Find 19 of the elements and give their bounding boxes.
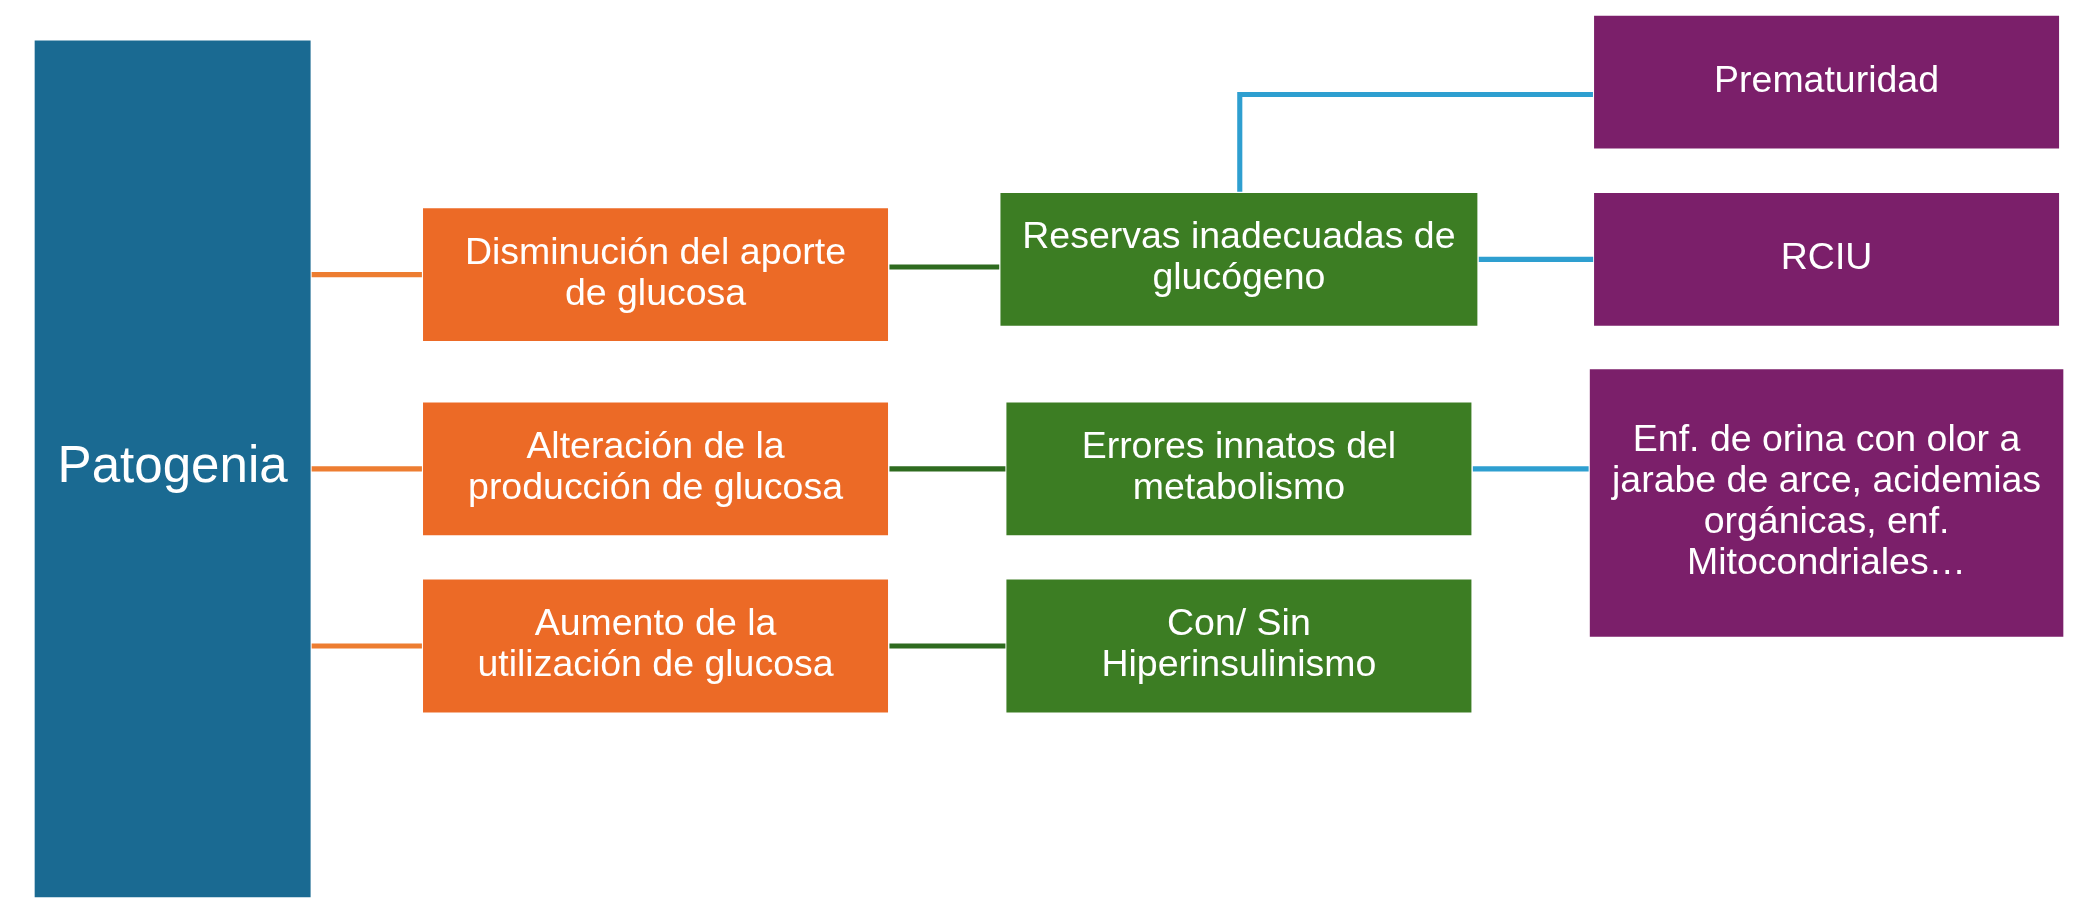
- connector: [311, 272, 422, 278]
- node-box: Patogenia: [32, 38, 312, 899]
- node-box: Aumento de la utilización de glucosa: [420, 577, 890, 715]
- connector: [888, 643, 1005, 649]
- connector: [311, 466, 422, 472]
- connector: [311, 643, 422, 649]
- node-box: Alteración de la producción de glucosa: [420, 400, 890, 537]
- node-box: Prematuridad: [1591, 14, 2061, 151]
- node-box: Disminución del aporte de glucosa: [420, 206, 890, 343]
- node-box: Errores innatos del metabolismo: [1004, 400, 1473, 537]
- node-box: RCIU: [1591, 191, 2061, 328]
- connector: [888, 466, 1005, 472]
- connector: [1478, 256, 1593, 262]
- connector: [888, 264, 999, 270]
- node-box: Con/ Sin Hiperinsulinismo: [1004, 577, 1473, 715]
- connector: [1236, 92, 1593, 192]
- node-box: Enf. de orina con olor a jarabe de arce, acidemias orgánicas, enf. Mitocondriales…: [1587, 367, 2065, 639]
- node-box: Reservas inadecuadas de glucógeno: [998, 191, 1479, 328]
- connector: [1472, 466, 1589, 472]
